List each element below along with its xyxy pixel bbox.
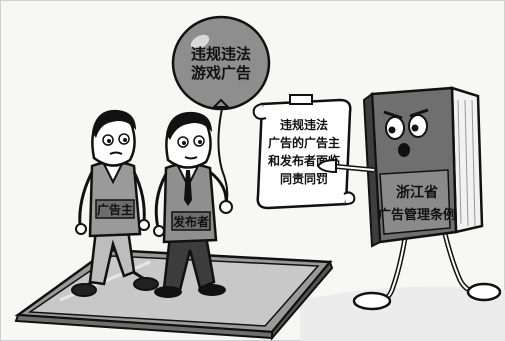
balloon-text-line2: 游戏广告 (191, 64, 251, 82)
scroll-text-line4: 同责同罚 (280, 171, 328, 186)
advertiser-right-shoe (133, 277, 159, 291)
scroll-clip (289, 94, 313, 105)
book-mouth (398, 143, 410, 157)
publisher-left-shoe (154, 286, 182, 298)
publisher-hand-holding-string (219, 200, 233, 214)
balloon (171, 15, 271, 206)
book-left-shoe (352, 291, 392, 311)
publisher-tie (184, 170, 192, 206)
book-pointing-hand (316, 158, 337, 174)
balloon-text-line1: 违规违法 (191, 45, 251, 63)
publisher-badge-label: 发布者 (172, 214, 209, 229)
scroll-text-line2: 广告的广告主 (268, 135, 340, 150)
book-title-line2: 广告管理条例 (378, 207, 456, 223)
book-left-eye (385, 116, 405, 140)
advertiser-hair (92, 109, 136, 138)
advertiser-badge-label: 广告主 (97, 202, 133, 217)
balloon-string (217, 99, 229, 206)
advertiser-trousers (88, 228, 136, 286)
publisher-badge (171, 211, 211, 231)
book-right-shoe (466, 282, 502, 302)
scroll-notice (252, 94, 356, 210)
publisher-hair (166, 111, 212, 140)
publisher-right-shoe (198, 284, 226, 296)
book-title-line1: 浙江省 (396, 184, 438, 201)
advertiser-badge (95, 199, 135, 219)
publisher-man (153, 111, 233, 298)
advertiser-left-shoe (71, 283, 97, 297)
ground-shade (300, 286, 505, 341)
scroll-text-line1: 违规违法 (280, 117, 328, 132)
book-right-eye (408, 114, 428, 138)
book-character (316, 86, 502, 311)
